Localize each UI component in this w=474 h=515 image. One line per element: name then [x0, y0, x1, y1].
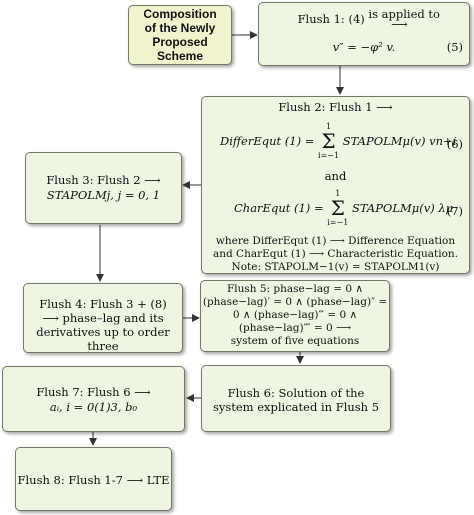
flush6-box: Flush 6: Solution of the system explicat… [201, 365, 391, 432]
flush3-line-1: Flush 3: Flush 2 ⟶ [46, 173, 161, 187]
flush2-eq6-lhs: DifferEqut (1) = [220, 134, 315, 148]
flush2-eq6-rhs: STAPOLMμ(v) vn+i [342, 134, 457, 148]
flush1-equation: v″ = −φ² v. [332, 40, 396, 54]
flush4-line-3: derivatives up to order three [36, 325, 170, 353]
flush2-box: Flush 2: Flush 1 ⟶ DifferEqut (1) = 1 Σ … [201, 96, 470, 274]
flush7-box: Flush 7: Flush 6 ⟶ aᵢ, i = 0(1)3, b₀ [2, 366, 185, 432]
flush2-note-3: Note: STAPOLM−1(v) = STAPOLM1(v) [231, 261, 440, 273]
flush2-eqnum6: (6) [446, 137, 463, 151]
flush7-line-2: aᵢ, i = 0(1)3, b₀ [49, 400, 138, 414]
flush5-line-3: 0 ∧ (phase−lag)‴ = 0 ∧ [232, 309, 358, 321]
flush1-eqnum: (5) [446, 40, 463, 54]
flush4-line-1: Flush 4: Flush 3 + (8) [39, 297, 167, 311]
flush7-line-1: Flush 7: Flush 6 ⟶ [36, 385, 151, 399]
header-line-3: Proposed [152, 35, 208, 49]
flush5-line-1: Flush 5: phase−lag = 0 ∧ [226, 283, 364, 295]
flush2-title: Flush 2: Flush 1 ⟶ [278, 100, 393, 114]
header-line-1: Composition [143, 7, 217, 21]
header-line-2: of the Newly [144, 21, 216, 35]
flush1-text-b: is applied to [368, 7, 440, 21]
flush2-eq7-lhs: CharEqut (1) = [234, 201, 324, 215]
header-line-4: Scheme [156, 49, 204, 63]
flush1-text-a: Flush 1: (4) [297, 12, 365, 26]
sum-symbol-6: 1 Σ i=−1 [318, 122, 340, 160]
flush2-note-1: where DifferEqut (1) ⟶ Difference Equati… [215, 235, 456, 247]
sum-symbol-7: 1 Σ i=−1 [327, 189, 349, 227]
flush4-line-2: ⟶ phase–lag and its [42, 311, 164, 325]
flush2-eqnum7: (7) [446, 204, 463, 218]
flush2-note-2: and CharEqut (1) ⟶ Characteristic Equati… [212, 248, 459, 260]
flush4-box: Flush 4: Flush 3 + (8) ⟶ phase–lag and i… [23, 283, 183, 353]
header-box: Composition of the Newly Proposed Scheme [128, 5, 232, 65]
flush5-line-2: (phase−lag)′ = 0 ∧ (phase−lag)″ = [202, 296, 388, 308]
flush5-box: Flush 5: phase−lag = 0 ∧ (phase−lag)′ = … [200, 280, 390, 352]
flush6-line-2: system explicated in Flush 5 [212, 400, 380, 414]
flush5-line-5: system of five equations [230, 335, 360, 347]
flush3-line-2: STAPOLMj, j = 0, 1 [46, 188, 161, 202]
flush6-line-1: Flush 6: Solution of the [227, 386, 365, 400]
flush2-eq7-rhs: STAPOLMμ(v) λμ [351, 201, 454, 215]
flush8-line-1: Flush 8: Flush 1-7 ⟶ LTE [17, 473, 170, 487]
flush1-arrow: ⟶ [391, 17, 408, 31]
flush1-box: Flush 1: (4) is applied to ⟶ v″ = −φ² v.… [258, 2, 470, 66]
flush5-line-4: (phase−lag)⁗ = 0 ⟶ [238, 322, 352, 334]
flush8-box: Flush 8: Flush 1-7 ⟶ LTE [15, 447, 172, 511]
flush2-and: and [324, 169, 347, 183]
flush3-box: Flush 3: Flush 2 ⟶ STAPOLMj, j = 0, 1 [25, 152, 182, 224]
